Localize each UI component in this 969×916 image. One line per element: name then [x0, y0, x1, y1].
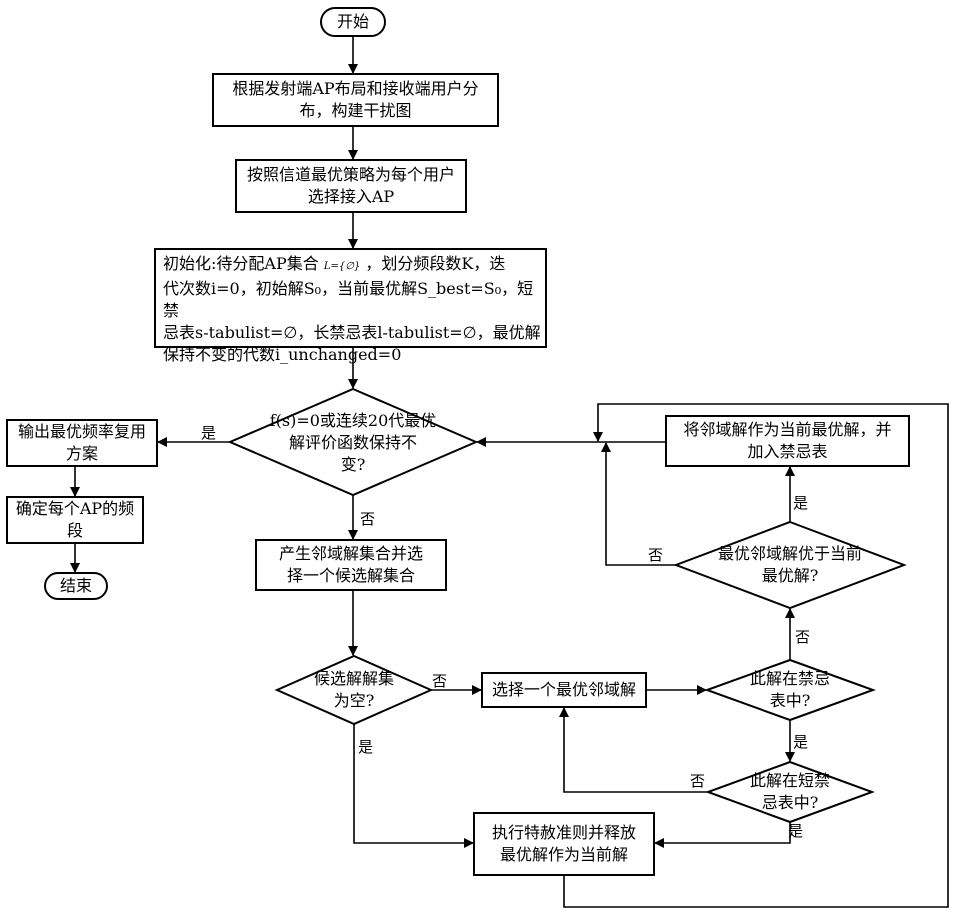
label-candidate-no: 否: [432, 672, 447, 690]
label-intabu-no: 否: [795, 628, 810, 646]
label-better-yes: 是: [793, 494, 808, 512]
set-current-text: 将邻域解作为当前最优解，并 加入禁忌表: [666, 419, 909, 463]
set-current-line1: 将邻域解作为当前最优解，并: [666, 419, 909, 441]
label-check-yes: 是: [201, 424, 216, 442]
label-shorttabu-yes: 是: [788, 822, 803, 840]
init-line1-b: ，划分频段数K，迭: [365, 254, 505, 273]
start-label: 开始: [321, 11, 385, 33]
determine-line1: 确定每个AP的频: [7, 498, 143, 520]
better-line1: 最优邻域解优于当前: [690, 543, 890, 565]
in-tabu-line1: 此解在禁忌: [720, 668, 860, 690]
init-line2: 代次数i=0，初始解S₀，当前最优解S_best=S₀，短禁: [163, 278, 541, 322]
determine-text: 确定每个AP的频 段: [7, 498, 143, 542]
build-graph-line1: 根据发射端AP布局和接收端用户分: [213, 78, 498, 100]
select-ap-line2: 选择接入AP: [236, 186, 466, 208]
init-text: 初始化:待分配AP集合 L={∅} ，划分频段数K，迭 代次数i=0，初始解S₀…: [163, 253, 541, 366]
build-graph-line2: 布，构建干扰图: [213, 100, 498, 122]
candidate-empty-text: 候选解解集 为空?: [284, 668, 424, 712]
check-line1: f(s)=0或连续20代最优: [250, 410, 456, 432]
init-line3: 忌表s-tabulist=∅，长禁忌表l-tabulist=∅，最优解: [163, 322, 541, 344]
output-line2: 方案: [7, 443, 157, 465]
build-graph-text: 根据发射端AP布局和接收端用户分 布，构建干扰图: [213, 78, 498, 122]
in-short-tabu-text: 此解在短禁 忌表中?: [720, 770, 860, 814]
candidate-empty-line1: 候选解解集: [284, 668, 424, 690]
in-tabu-text: 此解在禁忌 表中?: [720, 668, 860, 712]
output-line1: 输出最优频率复用: [7, 421, 157, 443]
init-set-expression: L={∅}: [324, 261, 360, 272]
select-ap-text: 按照信道最优策略为每个用户 选择接入AP: [236, 164, 466, 208]
candidate-empty-line2: 为空?: [284, 690, 424, 712]
in-short-tabu-line2: 忌表中?: [720, 792, 860, 814]
label-candidate-yes: 是: [358, 738, 373, 756]
init-line4: 保持不变的代数i_unchanged=0: [163, 344, 541, 366]
determine-line2: 段: [7, 520, 143, 542]
output-text: 输出最优频率复用 方案: [7, 421, 157, 465]
generate-line1: 产生邻域解集合并选: [256, 543, 446, 565]
edge-shorttabu-yes: [655, 822, 790, 843]
label-intabu-yes: 是: [793, 733, 808, 751]
better-text: 最优邻域解优于当前 最优解?: [690, 543, 890, 587]
select-best-text: 选择一个最优邻域解: [482, 679, 646, 701]
label-check-no: 否: [360, 510, 375, 528]
set-current-line2: 加入禁忌表: [666, 441, 909, 463]
init-line1-a: 初始化:待分配AP集合: [163, 254, 319, 273]
init-line1: 初始化:待分配AP集合 L={∅} ，划分频段数K，迭: [163, 253, 541, 278]
label-shorttabu-no: 否: [690, 772, 705, 790]
generate-text: 产生邻域解集合并选 择一个候选解集合: [256, 543, 446, 587]
check-text: f(s)=0或连续20代最优 解评价函数保持不 变?: [250, 410, 456, 476]
generate-line2: 择一个候选解集合: [256, 565, 446, 587]
aspiration-text: 执行特赦准则并释放 最优解作为当前解: [474, 822, 654, 866]
check-line2: 解评价函数保持不: [250, 432, 456, 454]
aspiration-line2: 最优解作为当前解: [474, 844, 654, 866]
aspiration-line1: 执行特赦准则并释放: [474, 822, 654, 844]
edge-shorttabu-no: [564, 708, 708, 792]
label-better-no: 否: [648, 546, 663, 564]
select-ap-line1: 按照信道最优策略为每个用户: [236, 164, 466, 186]
in-short-tabu-line1: 此解在短禁: [720, 770, 860, 792]
in-tabu-line2: 表中?: [720, 690, 860, 712]
end-label: 结束: [45, 575, 107, 597]
check-line3: 变?: [250, 454, 456, 476]
better-line2: 最优解?: [690, 565, 890, 587]
